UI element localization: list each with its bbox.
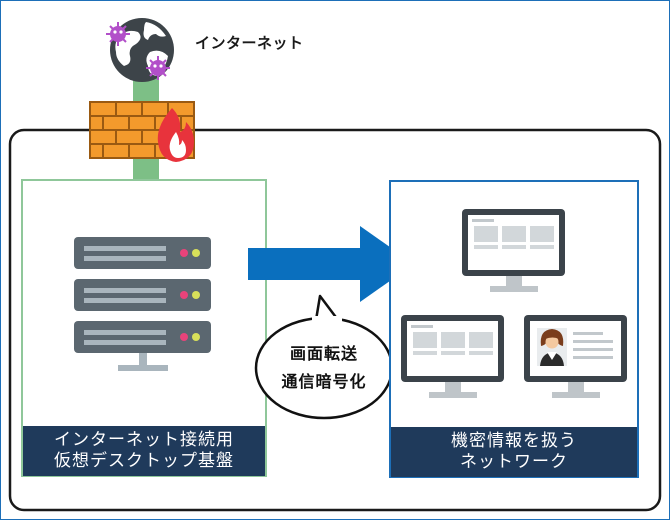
vdi-caption-line-2: 仮想デスクトップ基盤 [54, 451, 234, 471]
user-avatar-icon [537, 328, 567, 366]
monitor-icon [524, 315, 627, 398]
flame-icon [157, 108, 194, 162]
network-caption-bg [391, 427, 637, 477]
vdi-caption-line-1: インターネット接続用 [54, 430, 234, 450]
vdi-caption: インターネット接続用 仮想デスクトップ基盤 [23, 430, 265, 472]
network-caption-line-2: ネットワーク [460, 452, 568, 472]
monitor-icon [462, 209, 565, 292]
bubble-line-1: 画面転送 [289, 344, 358, 363]
server-icon [74, 279, 211, 311]
network-container [8, 128, 662, 512]
server-stand [118, 353, 168, 371]
speech-bubble [254, 294, 394, 420]
transfer-arrow [248, 226, 414, 302]
server-icon [74, 237, 211, 269]
network-caption-line-1: 機密情報を扱う [451, 431, 577, 451]
bubble-line-2: 通信暗号化 [281, 372, 367, 391]
network-caption: 機密情報を扱う ネットワーク [391, 431, 637, 473]
virus-icon [106, 22, 130, 46]
monitor-icon [401, 315, 504, 398]
bubble-text: 画面転送 通信暗号化 [258, 340, 390, 396]
server-icon [74, 321, 211, 353]
virus-icon [146, 56, 170, 80]
internet-label: インターネット [195, 34, 304, 52]
vdi-caption-bg [23, 426, 265, 476]
